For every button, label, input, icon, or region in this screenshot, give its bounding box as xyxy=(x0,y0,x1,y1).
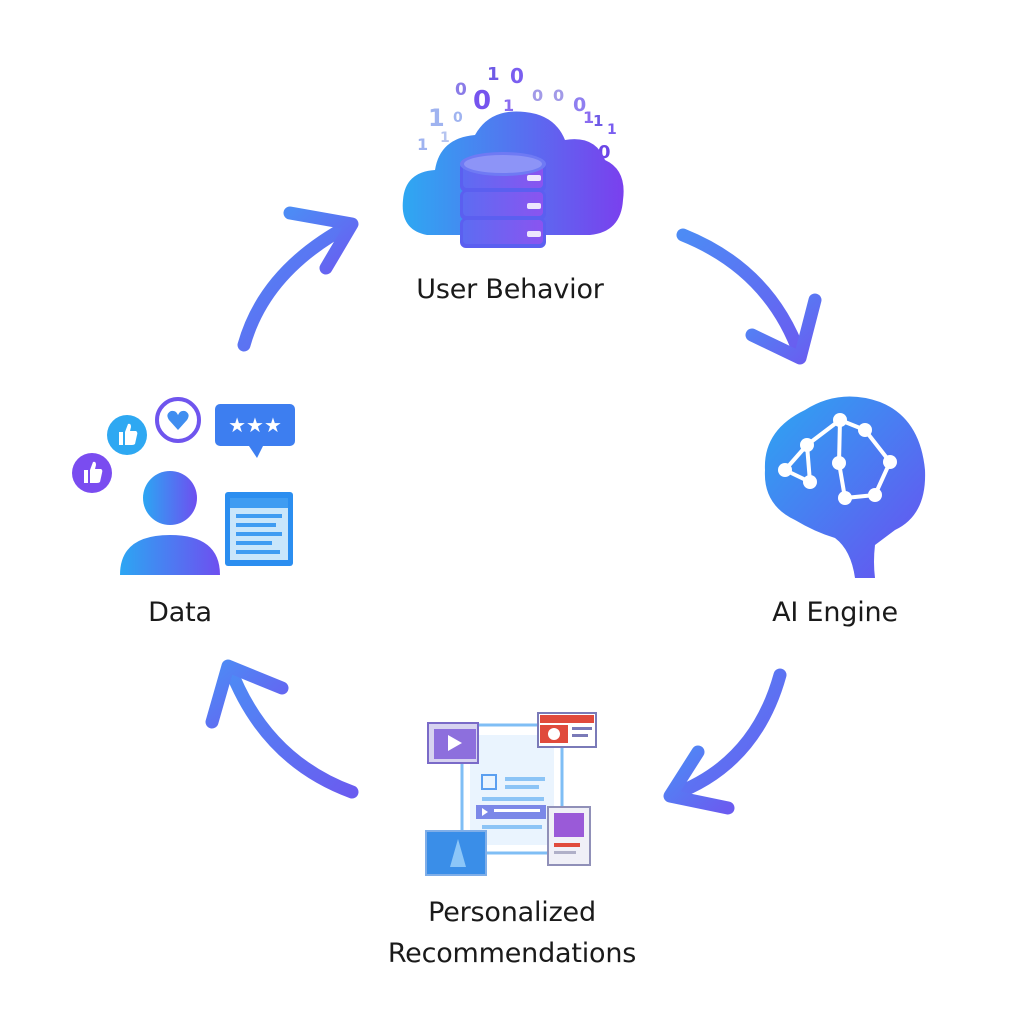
label-recommendations-line2: Recommendations xyxy=(387,937,637,969)
arrow-recommendations-to-data xyxy=(205,659,359,799)
binary-digit: 1 xyxy=(440,130,450,146)
star-rating-icon: ★★★ xyxy=(215,404,295,458)
binary-digit: 0 xyxy=(455,80,467,100)
label-recommendations: Personalized Recommendations xyxy=(352,893,672,974)
binary-digit: 0 xyxy=(573,94,587,116)
binary-digit: 1 xyxy=(593,112,604,130)
binary-digit: 0 xyxy=(453,110,463,126)
document-icon xyxy=(225,492,293,566)
binary-digit: 1 xyxy=(503,96,515,115)
person-icon xyxy=(120,471,220,575)
binary-digit: 1 xyxy=(487,64,500,85)
binary-digit: 0 xyxy=(473,86,492,116)
content-feed-icon xyxy=(425,712,597,876)
label-user-behavior: User Behavior xyxy=(416,274,604,305)
heart-icon xyxy=(155,397,201,443)
node-ai-engine xyxy=(755,390,935,580)
label-data: Data xyxy=(148,597,212,628)
node-recommendations xyxy=(420,705,605,880)
svg-text:★★★: ★★★ xyxy=(228,413,282,437)
thumbs-up-icon xyxy=(107,415,147,455)
label-ai-engine: AI Engine xyxy=(772,597,898,628)
binary-digit: 0 xyxy=(553,86,565,105)
binary-digit: 1 xyxy=(417,135,429,154)
label-recommendations-line1: Personalized xyxy=(428,897,596,928)
cloud-database-icon xyxy=(402,111,624,248)
binary-digit: 0 xyxy=(510,64,524,88)
user-feedback-icon: ★★★ xyxy=(72,397,295,575)
binary-digit: 1 xyxy=(583,108,595,127)
arrow-user-behavior-to-ai-engine xyxy=(676,228,822,365)
binary-digit: 0 xyxy=(532,86,544,105)
node-user-behavior: 0 1 0 0 1 0 0 0 1 1 0 1 1 0 1 1 xyxy=(395,60,635,260)
arrow-data-to-user-behavior xyxy=(237,206,359,352)
node-data: ★★★ xyxy=(65,390,305,580)
binary-digit: 1 xyxy=(428,104,445,132)
arrow-ai-engine-to-recommendations xyxy=(663,668,787,815)
thumbs-up-icon xyxy=(72,453,112,493)
binary-digit: 1 xyxy=(607,122,617,138)
brain-network-icon xyxy=(764,396,926,578)
